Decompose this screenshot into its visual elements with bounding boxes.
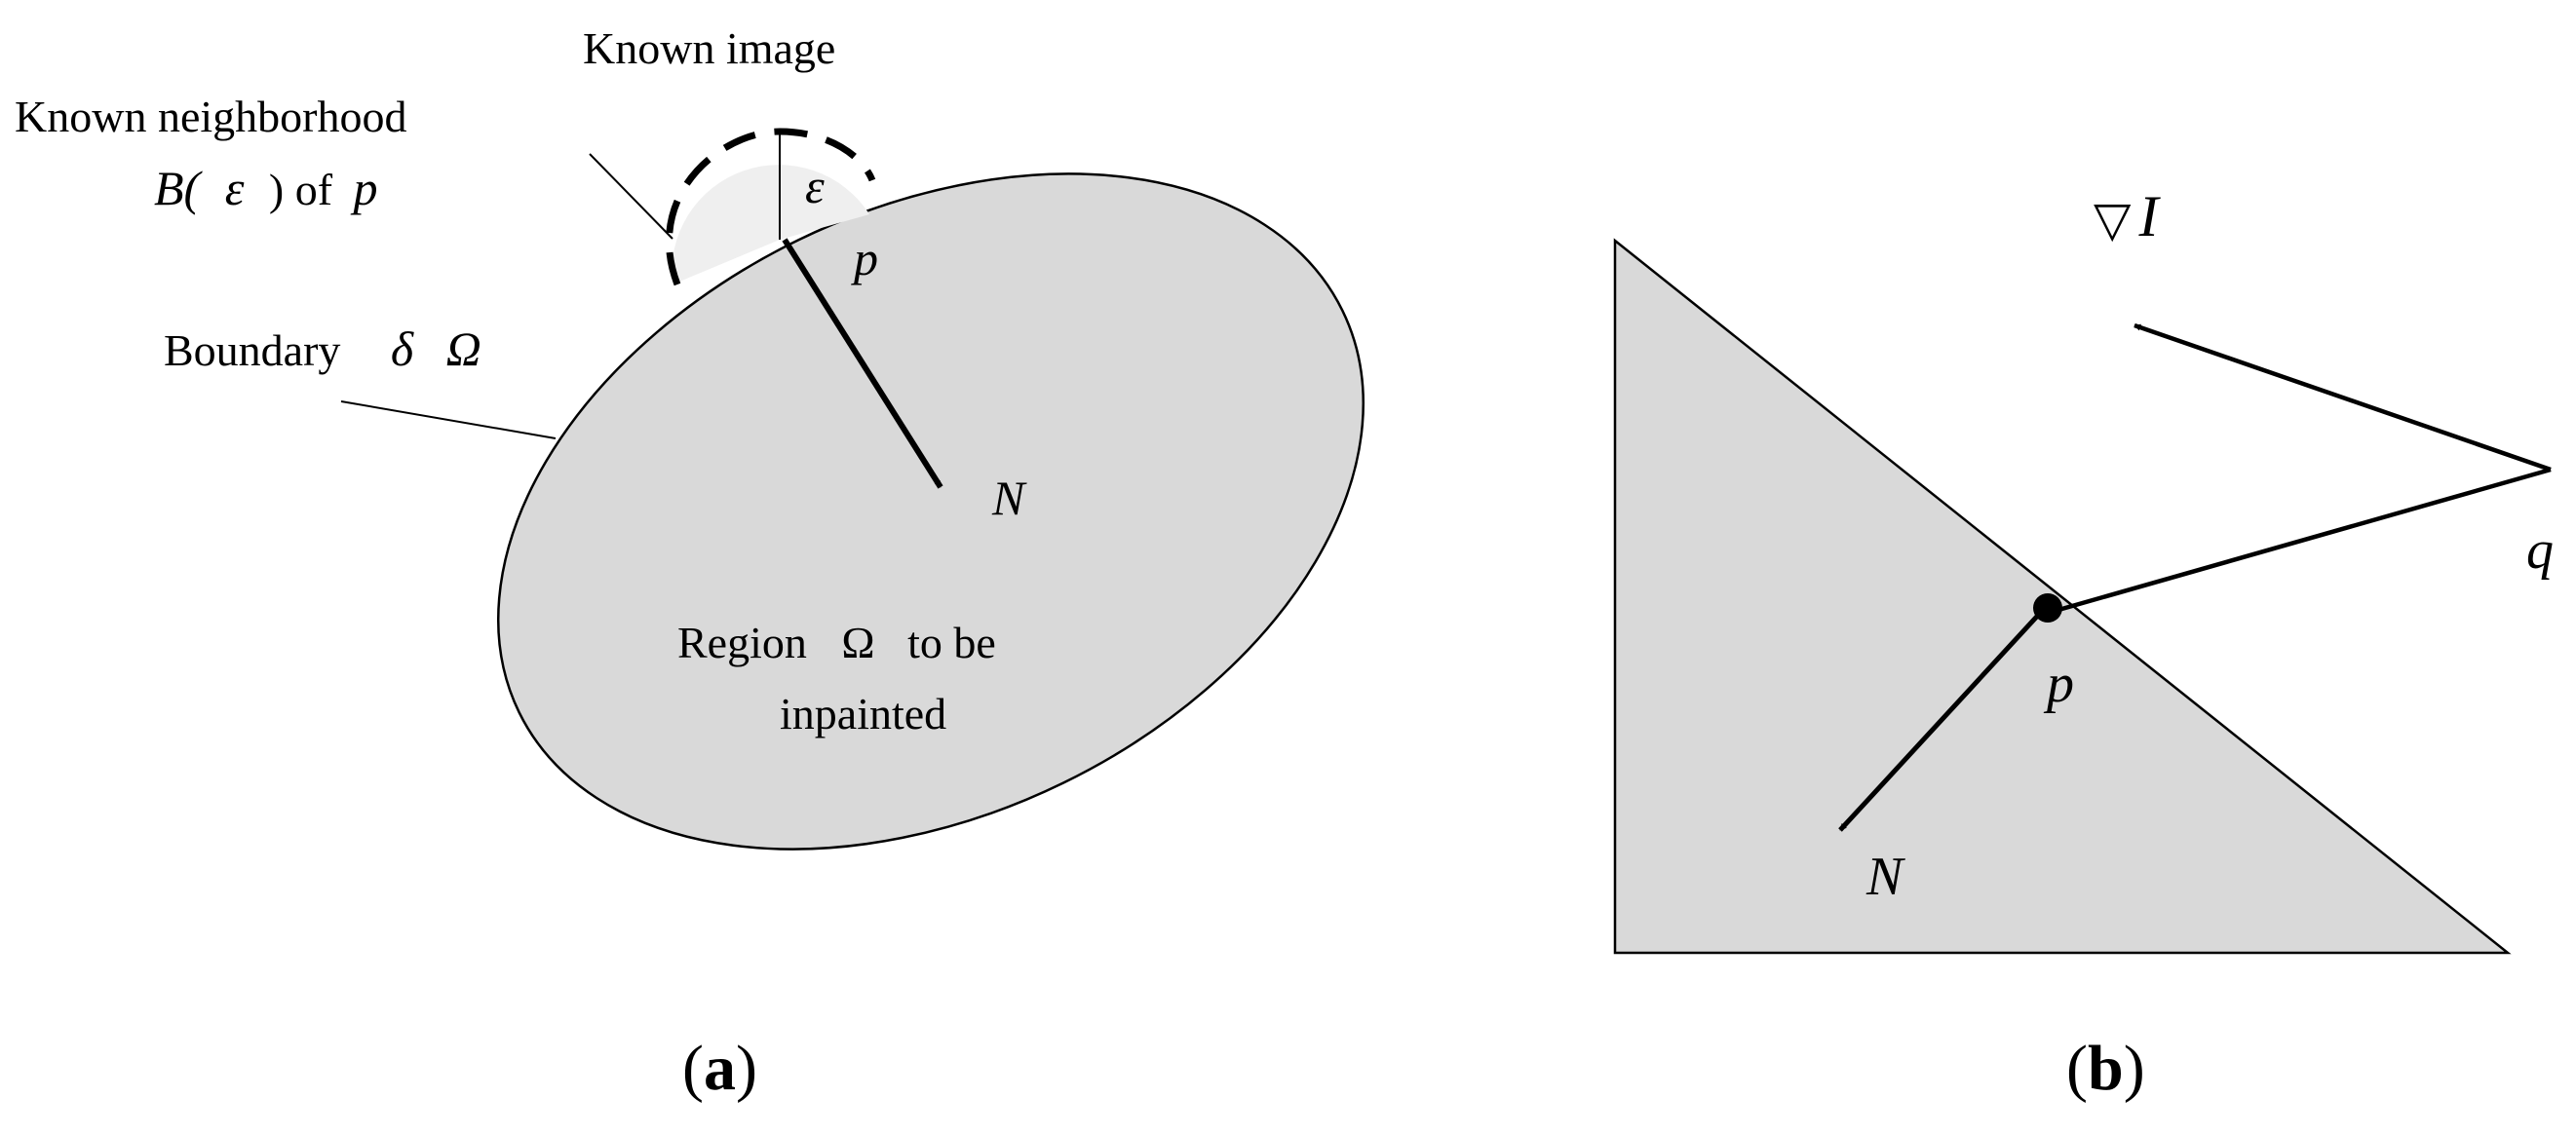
neighborhood-dashed-arc [665, 128, 876, 286]
label-n-b: N [1865, 847, 1905, 907]
known-neighborhood-patch [672, 165, 869, 284]
caption-b: (b) [2066, 1033, 2145, 1104]
caption-a: (a) [682, 1033, 757, 1104]
boundary-leader-line [340, 400, 557, 439]
label-p-b: p [2043, 654, 2074, 714]
caption-a-letter: a [704, 1033, 736, 1104]
label-nabla: ▽ [2094, 192, 2132, 246]
label-known-neighborhood: Known neighborhood [15, 92, 406, 141]
neighborhood-leader-line [589, 153, 673, 240]
label-b-of-p: B( ε ) of p [154, 161, 378, 215]
label-boundary: Boundary δ Ω [164, 322, 481, 376]
label-epsilon-a: ε [805, 159, 825, 213]
label-delta: δ [391, 322, 414, 376]
label-q: q [2526, 520, 2554, 581]
label-b-suffix: ) of [269, 165, 333, 214]
caption-a-open: ( [682, 1033, 704, 1104]
label-inpainted: inpainted [780, 689, 946, 738]
caption-a-close: ) [736, 1033, 757, 1104]
q-to-p-arrow [2051, 467, 2552, 615]
normal-arrow-a [782, 238, 943, 489]
label-i: I [2137, 184, 2161, 248]
label-region: Region Ω to be [677, 618, 996, 667]
label-p-a: p [851, 231, 878, 285]
caption-b-letter: b [2088, 1033, 2124, 1104]
label-region-omega: Ω [841, 618, 874, 667]
caption-b-close: ) [2124, 1033, 2145, 1104]
region-omega-ellipse [496, 172, 1365, 851]
panel-b: ▽ I q p N (b) [1613, 184, 2554, 1104]
label-known-image: Known image [583, 23, 835, 73]
label-omega-italic: Ω [446, 322, 481, 376]
label-nabla-i: ▽ I [2094, 184, 2161, 248]
panel-a: Known image Known neighborhood B( ε ) of… [15, 23, 1365, 1104]
point-p [2033, 593, 2062, 623]
label-b-prefix: B( [154, 161, 204, 215]
triangle-region [1613, 238, 2512, 955]
caption-b-open: ( [2066, 1033, 2088, 1104]
label-b-p: p [351, 161, 378, 215]
normal-arrow-b [1838, 607, 2046, 832]
label-boundary-word: Boundary [164, 325, 340, 375]
label-b-epsilon: ε [225, 161, 245, 215]
label-n-a: N [991, 471, 1027, 525]
label-region-prefix: Region [677, 618, 807, 667]
gradient-arrow [2134, 322, 2552, 473]
label-region-suffix: to be [907, 618, 996, 667]
